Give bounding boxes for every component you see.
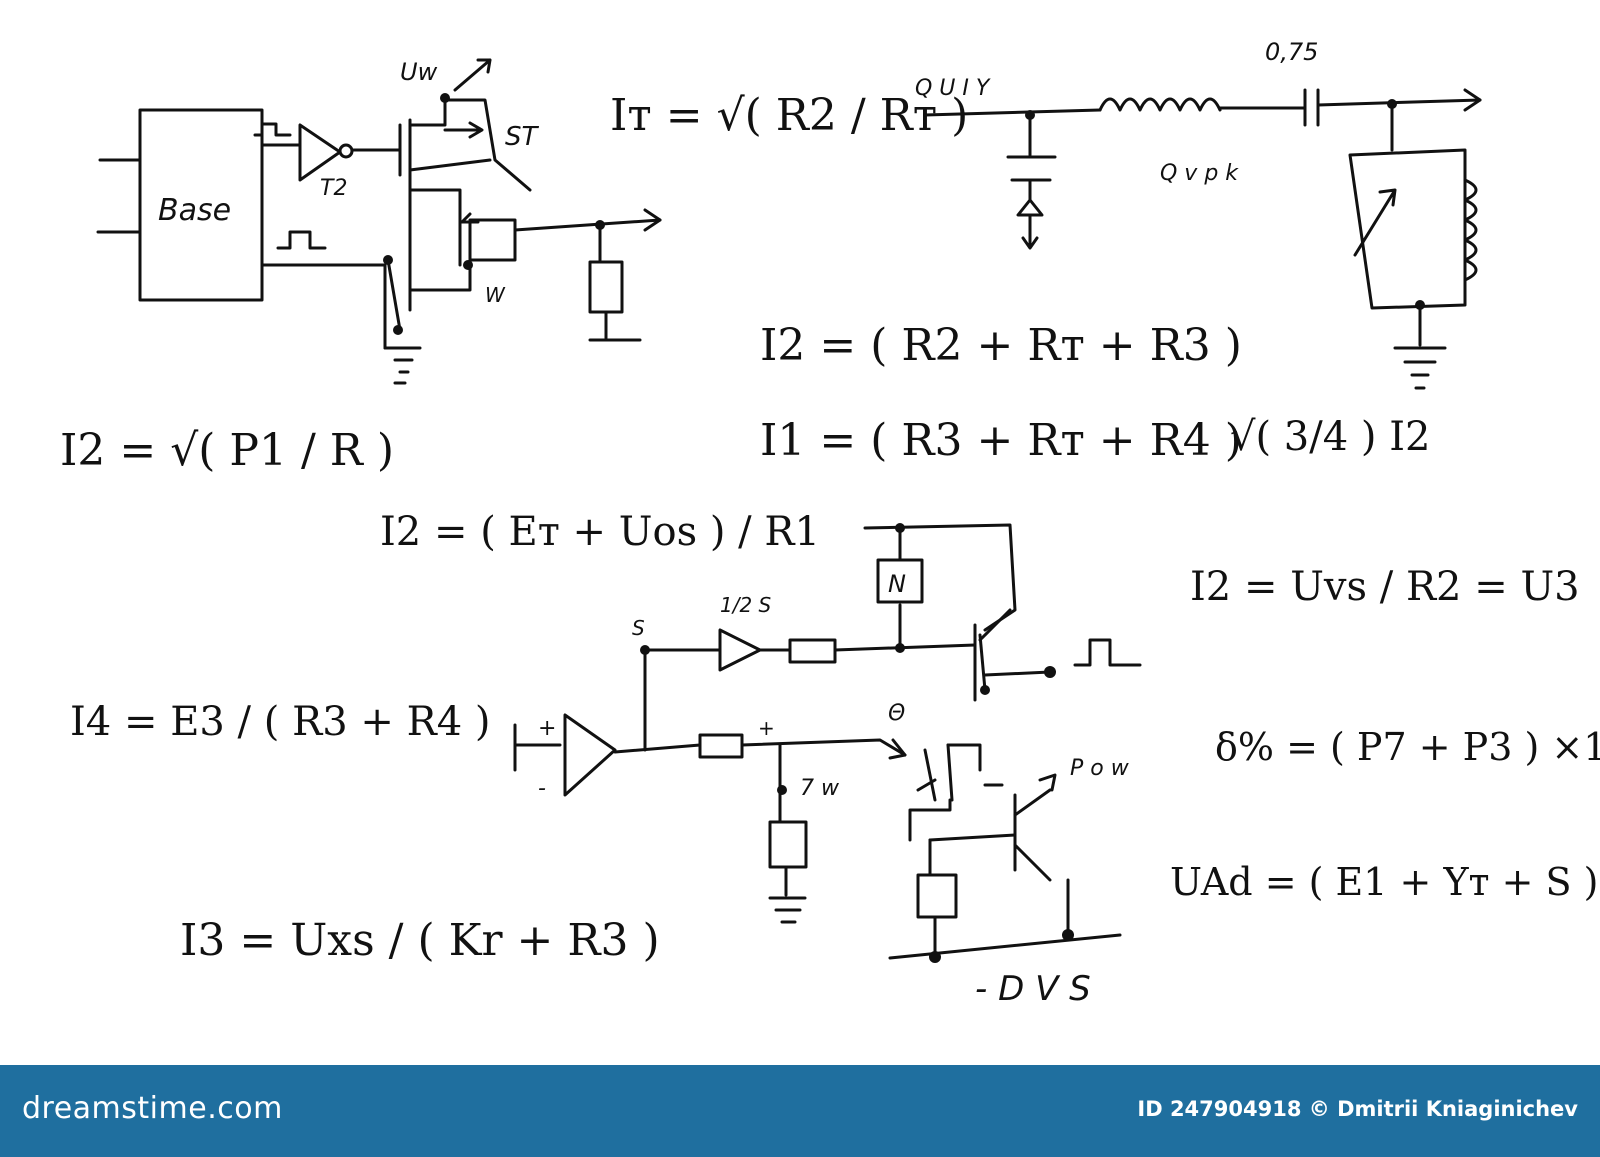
s-node-label: S [632,616,645,640]
formula-i2-sum: I2 = ( R2 + Rᴛ + R3 ) [760,320,1242,371]
resistor-7w [768,820,808,869]
base-block-label: Base [158,193,231,228]
switch-label: ST [505,122,540,152]
minus-input: - [538,776,546,801]
base-circuit: Base T2 Uw ST W [96,58,662,385]
formula-it-text: Iᴛ = √( R2 / Rᴛ ) [610,90,968,141]
pulse-symbol [276,230,327,250]
watermark-footer: dreamstime.com ID 247904918 © Dmitrii Kn… [0,1065,1600,1157]
inductor-label: Q v p k [1160,161,1239,186]
circuit-sketch: Base T2 Uw ST W [60,38,1600,1009]
emitter-resistor [916,873,958,919]
formulas-middle: I2 = ( R2 + Rᴛ + R3 ) I1 = ( R3 + Rᴛ + R… [60,320,1600,966]
half-s-label: 1/2 S [720,593,772,617]
formula-i2-sqrt: I2 = √( P1 / R ) [60,425,394,476]
base-block [138,108,264,302]
formula-i3: I3 = Uxs / ( Kr + R3 ) [180,915,660,966]
whiteboard-diagram: Base T2 Uw ST W [60,38,1600,1009]
cap-value: 0,75 [1265,38,1318,66]
formula-sqrt-34: √( 3/4 ) I2 [1230,414,1430,460]
minus-dvs-label: - D V S [975,969,1091,1009]
formula-i4: I4 = E3 / ( R3 + R4 ) [70,699,490,745]
formula-i1-sum: I1 = ( R3 + Rᴛ + R4 ) [760,415,1242,466]
input-label: Q U I Y [915,76,991,101]
lc-tank [1348,148,1467,310]
brand-logo[interactable]: dreamstime.com [22,1091,283,1126]
pow-label: P o w [1070,756,1130,781]
n-box-label: N [888,570,906,598]
inverter-symbol [298,123,342,182]
amplifier-circuit: + - + S 1/2 S N 7 w [513,523,1142,1009]
formula-i2-frac: I2 = ( Eᴛ + Uos ) / R1 [380,509,820,555]
formula-uad: UAd = ( E1 + Yᴛ + S ) / ( S + T + W ) [1170,860,1600,904]
amplifier-symbol [563,713,617,797]
negative-rail [888,933,1122,960]
formula-i2-uvs: I2 = Uvs / R2 = U3 [1190,564,1580,610]
buffer-symbol [718,628,762,672]
seven-w-label: 7 w [800,776,840,801]
plus-input: + [538,716,556,741]
theta-label: Θ [888,701,905,726]
transistor-symbol [1013,788,1052,882]
lc-filter: Q U I Y 0,75 Q v p k [915,38,1482,390]
node-plus: + [758,716,775,740]
image-credit: ID 247904918 © Dmitrii Kniaginichev [1137,1097,1578,1121]
drain-label: W [485,283,506,307]
formula-delta: δ% = ( P7 + P3 ) ×100 / P8 [1215,725,1600,769]
inverter-label: T2 [320,176,347,201]
output-pulse [1073,638,1142,667]
inductor [1098,97,1222,112]
gate-voltage-label: Uw [400,58,438,86]
resistor [588,260,624,314]
formula-it: Iᴛ = √( R2 / Rᴛ ) [610,90,968,141]
